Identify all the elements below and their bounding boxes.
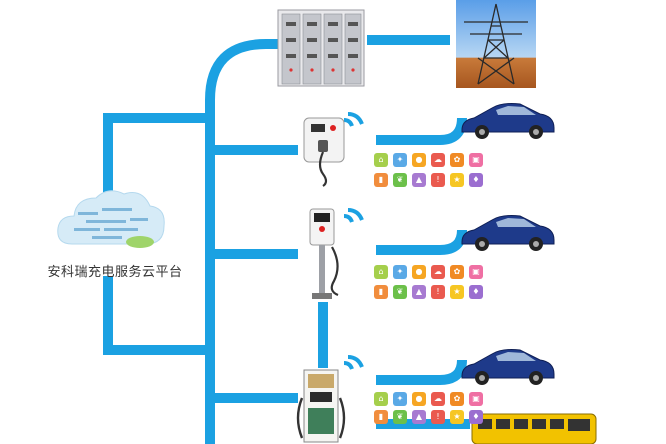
leaf-icon: ❦ [393, 173, 407, 187]
bell-icon: ♦ [469, 173, 483, 187]
to-car-3 [376, 359, 467, 385]
gear-icon: ✿ [450, 153, 464, 167]
lock-icon: ▲ [412, 285, 426, 299]
pole-charger-icon [309, 208, 339, 299]
lock-icon: ▲ [412, 173, 426, 187]
chart-icon: ▣ [469, 265, 483, 279]
bus-icon [471, 413, 597, 444]
home-icon: ⌂ [374, 265, 388, 279]
leaf-icon: ❦ [393, 285, 407, 299]
person-icon: ● [412, 153, 426, 167]
gear-icon: ✿ [450, 392, 464, 406]
star-icon: ★ [450, 173, 464, 187]
cloud-icon: ☁ [431, 265, 445, 279]
star-icon: ★ [450, 285, 464, 299]
alert-icon: ! [431, 173, 445, 187]
wifi-icon [343, 361, 354, 370]
cloud-icon: ☁ [431, 392, 445, 406]
wifi-icon [343, 214, 354, 223]
to-car-2 [376, 229, 467, 255]
platform-label: 安科瑞充电服务云平台 [47, 265, 183, 280]
dc-charger-icon [296, 369, 346, 443]
car-icon [461, 103, 555, 139]
car-icon [461, 215, 555, 251]
cloud-platform-icon [57, 190, 165, 248]
lock-icon: ▲ [412, 410, 426, 424]
bulb-icon: ✦ [393, 392, 407, 406]
person-icon: ● [412, 392, 426, 406]
alert-icon: ! [431, 285, 445, 299]
bell-icon: ♦ [469, 285, 483, 299]
battery-icon: ▮ [374, 410, 388, 424]
home-icon: ⌂ [374, 392, 388, 406]
home-icon: ⌂ [374, 153, 388, 167]
gear-icon: ✿ [450, 265, 464, 279]
cloud-link-bottom [103, 276, 210, 355]
wall-charger-icon [303, 117, 345, 187]
bell-icon: ♦ [469, 410, 483, 424]
wifi-icon [347, 355, 364, 368]
power-tower-icon [456, 0, 536, 88]
app-icon-grid: ⌂ ✦ ● ☁ ✿ ▣ ▮ ❦ ▲ ! ★ ♦ [374, 153, 483, 193]
wifi-icon [343, 118, 354, 127]
wifi-icon [347, 208, 364, 221]
leaf-icon: ❦ [393, 410, 407, 424]
cloud-icon: ☁ [431, 153, 445, 167]
person-icon: ● [412, 265, 426, 279]
star-icon: ★ [450, 410, 464, 424]
battery-icon: ▮ [374, 173, 388, 187]
wifi-icon [347, 112, 364, 125]
battery-icon: ▮ [374, 285, 388, 299]
bulb-icon: ✦ [393, 153, 407, 167]
chart-icon: ▣ [469, 153, 483, 167]
car-icon [461, 349, 555, 385]
main-bus [205, 39, 278, 444]
alert-icon: ! [431, 410, 445, 424]
app-icon-grid: ⌂ ✦ ● ☁ ✿ ▣ ▮ ❦ ▲ ! ★ ♦ [374, 265, 483, 305]
app-icon-grid: ⌂ ✦ ● ☁ ✿ ▣ ▮ ❦ ▲ ! ★ ♦ [374, 392, 483, 428]
chart-icon: ▣ [469, 392, 483, 406]
switchgear-cabinet-icon [277, 9, 365, 87]
to-car-1 [376, 117, 467, 145]
cloud-link-top [103, 113, 210, 196]
bulb-icon: ✦ [393, 265, 407, 279]
